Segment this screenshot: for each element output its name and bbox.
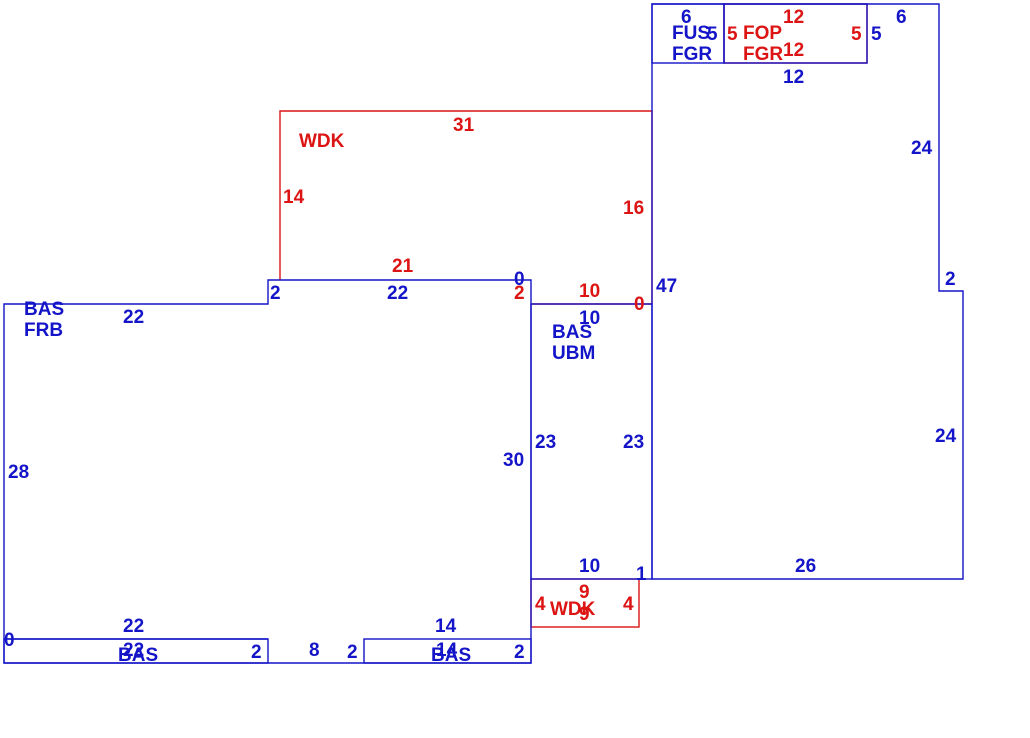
dimension-label: 5 [707, 24, 718, 45]
area-label-ubm: UBM [552, 343, 595, 364]
dimension-label: 14 [435, 616, 457, 637]
dimension-label: 6 [681, 7, 692, 28]
area-label-bas: BAS [552, 322, 592, 343]
dimension-label: 21 [392, 256, 414, 277]
dimension-label: 22 [123, 616, 144, 637]
dimension-label: 24 [935, 426, 957, 447]
dimension-label: 2 [514, 642, 525, 663]
bas-frb-outline [3, 279, 532, 664]
dimension-label: 2 [514, 283, 525, 304]
area-label-wdk: WDK [299, 131, 345, 152]
dimension-label: 10 [579, 556, 600, 577]
dimension-label: 16 [623, 198, 644, 219]
bas-small-right-outline [363, 638, 532, 664]
area-label-fop: FOP [743, 23, 782, 44]
area-label-fus: FUS [672, 23, 710, 44]
dimension-label: 0 [4, 630, 15, 651]
dimension-label: 24 [911, 138, 933, 159]
dimension-label: 26 [795, 556, 816, 577]
area-label-wdk: WDK [550, 599, 596, 620]
dimension-label: 14 [436, 640, 458, 661]
area-label-frb: FRB [24, 320, 63, 341]
area-label-bas: BAS [118, 645, 158, 666]
dimension-label: 22 [123, 307, 144, 328]
dimension-label: 22 [123, 640, 144, 661]
dimension-label: 12 [783, 40, 804, 61]
area-labels: BAS FRB BAS UBM FUS FGR FOP FGR WDK WDK … [24, 23, 783, 666]
fgr-top-outline [723, 3, 868, 64]
dimension-labels: 22 28 2 22 0 2 30 22 0 22 2 8 2 14 14 2 … [4, 7, 957, 663]
dimension-label: 4 [535, 594, 546, 615]
dimension-label: 5 [851, 24, 862, 45]
dimension-label: 10 [579, 308, 600, 329]
dimension-label: 6 [896, 7, 907, 28]
area-label-bas: BAS [431, 645, 471, 666]
dimension-label: 31 [453, 115, 475, 136]
dimension-label: 28 [8, 462, 29, 483]
dimension-label: 2 [270, 283, 281, 304]
dimension-label: 23 [535, 432, 556, 453]
area-label-fgr: FGR [672, 44, 712, 65]
area-label-bas: BAS [24, 299, 64, 320]
dimension-label: 22 [387, 283, 408, 304]
deck-outlines [279, 3, 868, 628]
dimension-label: 8 [309, 640, 320, 661]
dimension-label: 5 [727, 24, 738, 45]
dimension-label: 2 [251, 642, 262, 663]
dimension-label: 9 [579, 604, 590, 625]
garage-outline [651, 3, 964, 580]
bas-small-left-outline [3, 638, 269, 664]
dimension-label: 12 [783, 7, 804, 28]
dimension-label: 1 [636, 564, 647, 585]
dimension-label: 12 [783, 67, 804, 88]
area-label-fgr: FGR [743, 44, 783, 65]
dimension-label: 9 [579, 582, 590, 603]
dimension-label: 23 [623, 432, 644, 453]
dimension-label: 0 [634, 294, 645, 315]
dimension-label: 4 [623, 594, 634, 615]
dimension-label: 2 [347, 642, 358, 663]
dimension-label: 5 [871, 24, 882, 45]
dimension-label: 30 [503, 450, 524, 471]
dimension-label: 2 [945, 269, 956, 290]
dimension-label: 47 [656, 276, 677, 297]
dimension-label: 0 [514, 269, 525, 290]
dimension-label: 10 [579, 281, 600, 302]
living-outlines [3, 3, 964, 664]
dimension-label: 14 [283, 187, 305, 208]
